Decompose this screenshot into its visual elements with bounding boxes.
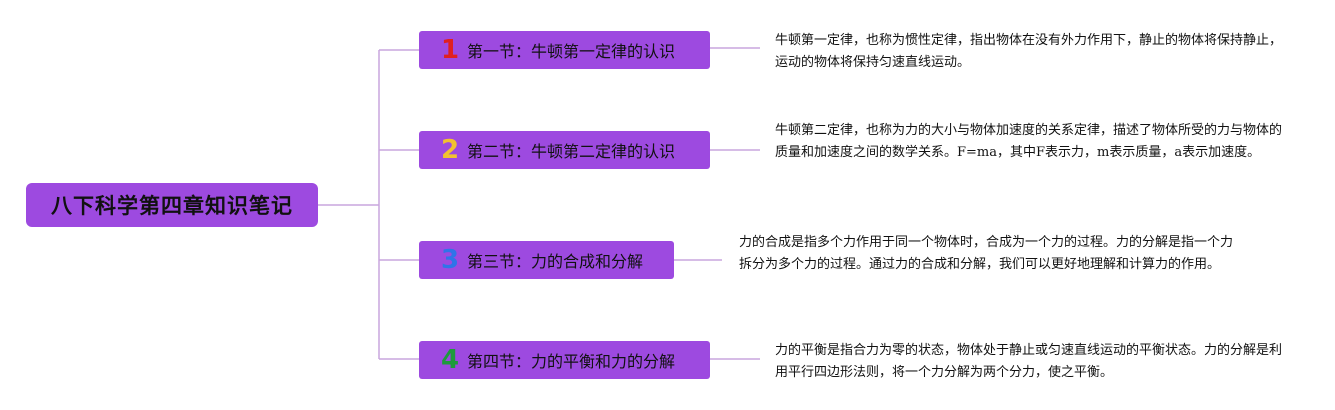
section-description-1: 牛顿第一定律，也称为惯性定律，指出物体在没有外力作用下，静止的物体将保持静止，运… [775, 33, 1283, 70]
section-title-2: 第二节：牛顿第二定律的认识 [467, 142, 676, 161]
number-badge-1: 1 [440, 35, 460, 65]
section-node-4[interactable]: 4 第四节：力的平衡和力的分解 [419, 341, 710, 379]
root-title: 八下科学第四章知识笔记 [51, 194, 293, 218]
section-title-1: 第一节：牛顿第一定律的认识 [467, 42, 676, 61]
section-description-3: 力的合成是指多个力作用于同一个物体时，合成为一个力的过程。力的分解是指一个力拆分… [739, 235, 1234, 272]
section-title-3: 第三节：力的合成和分解 [467, 252, 644, 271]
section-title-4: 第四节：力的平衡和力的分解 [467, 352, 676, 371]
number-badge-4: 4 [440, 345, 460, 375]
section-node-1[interactable]: 1 第一节：牛顿第一定律的认识 [419, 31, 710, 69]
section-node-3[interactable]: 3 第三节：力的合成和分解 [419, 241, 674, 279]
number-badge-2: 2 [440, 135, 460, 165]
number-badge-3: 3 [440, 245, 460, 275]
section-node-2[interactable]: 2 第二节：牛顿第二定律的认识 [419, 131, 710, 169]
root-node[interactable]: 八下科学第四章知识笔记 [26, 183, 318, 227]
section-description-4: 力的平衡是指合力为零的状态，物体处于静止或匀速直线运动的平衡状态。力的分解是利用… [775, 343, 1283, 380]
section-description-2: 牛顿第二定律，也称为力的大小与物体加速度的关系定律，描述了物体所受的力与物体的质… [775, 123, 1283, 160]
